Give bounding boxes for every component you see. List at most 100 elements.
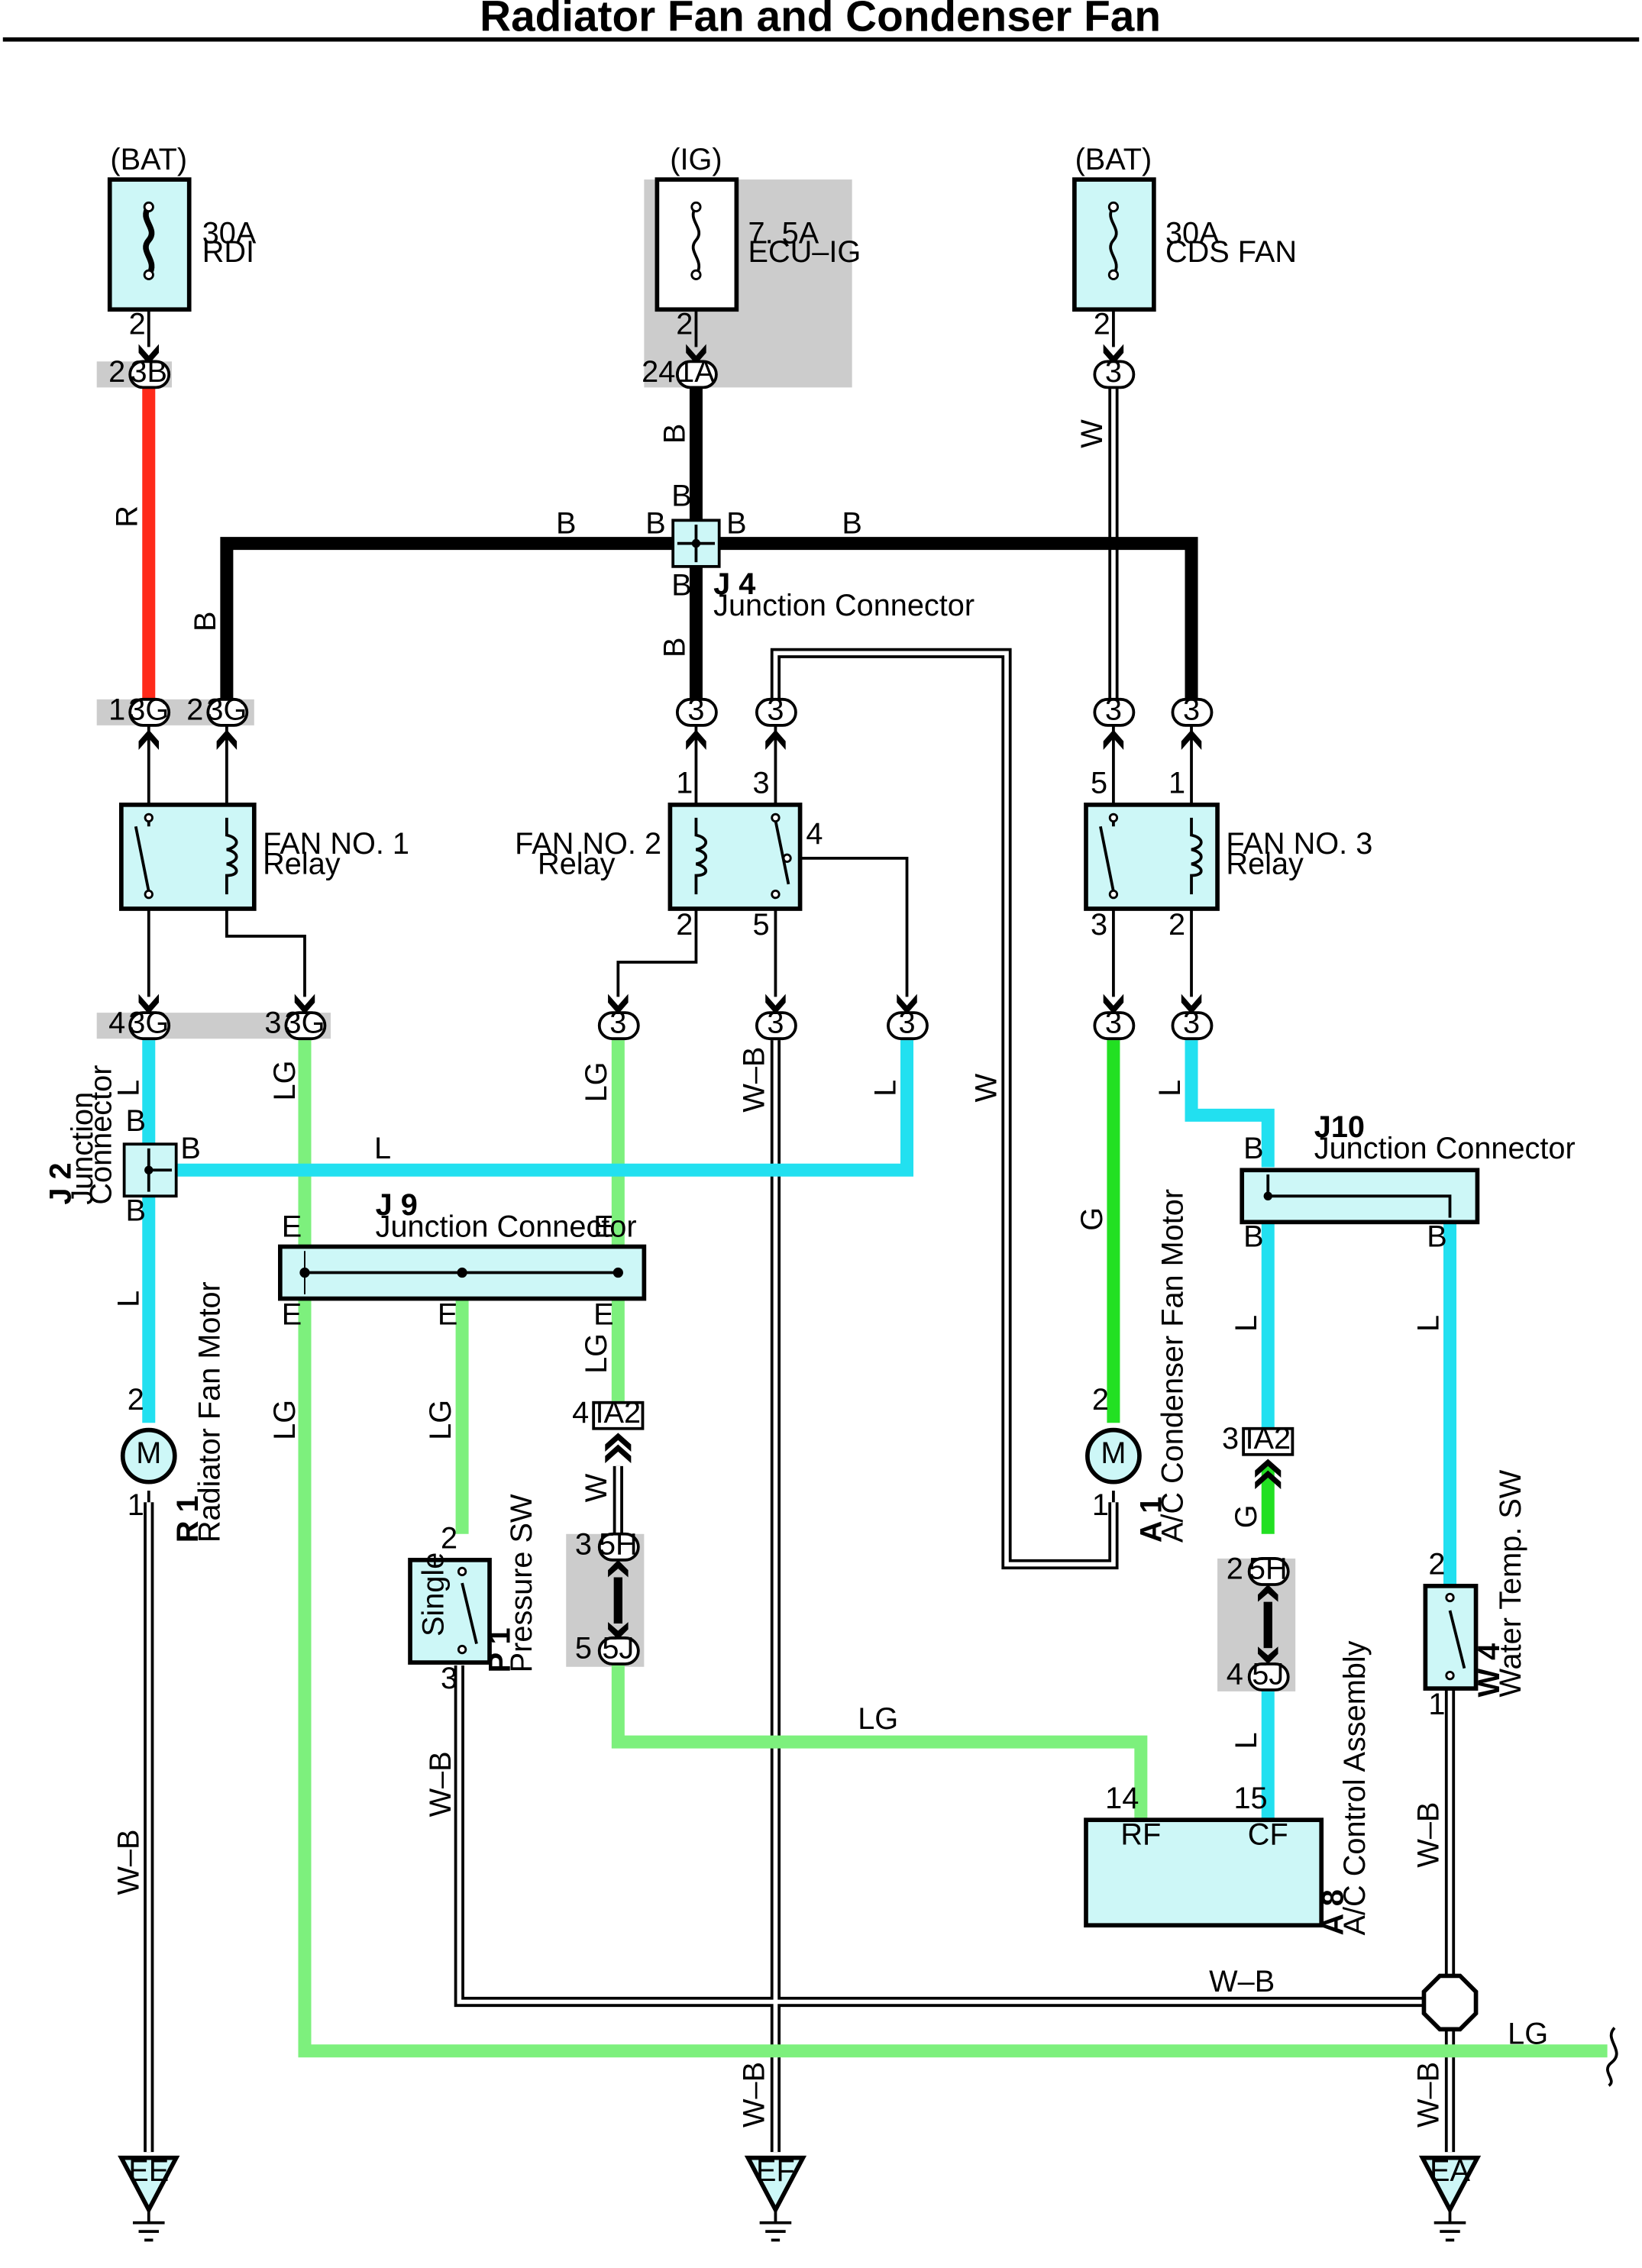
wire-label: W (970, 1073, 1004, 1102)
relay-switch-icon (774, 820, 790, 885)
svg-text:3: 3 (575, 1527, 592, 1561)
connector-3-r3d: 3 (1171, 1006, 1214, 1041)
connector-arrows (138, 344, 1282, 1664)
wire-l-j2 (148, 1040, 914, 1177)
wires (142, 309, 1608, 2153)
svg-text:2: 2 (1092, 1383, 1109, 1417)
fuse-box (107, 177, 192, 312)
wire-label: E (282, 1210, 302, 1243)
svg-text:Radiator Fan Motor: Radiator Fan Motor (192, 1281, 226, 1543)
svg-text:IA2: IA2 (1245, 1422, 1291, 1455)
ground-splice (1421, 1973, 1479, 2032)
svg-text:EA: EA (1430, 2154, 1470, 2188)
svg-text:3: 3 (1105, 693, 1122, 726)
svg-text:2: 2 (441, 1522, 457, 1556)
svg-text:R 1: R 1 (171, 1495, 205, 1543)
pressure-switch: Single 2 3 P 1 Pressure SW (408, 1494, 538, 1695)
svg-text:A/C Condenser Fan Motor: A/C Condenser Fan Motor (1156, 1189, 1190, 1543)
svg-text:5H: 5H (599, 1527, 638, 1561)
connector-3g-4: 3G 4 (108, 1006, 171, 1041)
svg-text:J 4: J 4 (713, 567, 755, 601)
svg-text:3: 3 (752, 767, 769, 800)
svg-text:2: 2 (129, 307, 146, 341)
svg-text:2: 2 (128, 1383, 144, 1417)
svg-text:1: 1 (1428, 1688, 1445, 1721)
svg-text:J10: J10 (1314, 1110, 1365, 1144)
wire-w-relay2 (770, 648, 1119, 1570)
wire-label: L (868, 1080, 902, 1097)
svg-text:P 1: P 1 (483, 1627, 517, 1672)
wire-label: W–B (112, 1830, 146, 1895)
fuse-link-icon (691, 205, 701, 276)
wire-label: B (126, 1104, 146, 1138)
relay-switch-icon (1099, 825, 1115, 892)
svg-text:Relay: Relay (538, 848, 616, 881)
svg-text:3: 3 (441, 1662, 457, 1695)
radiator-fan-motor: M 2 1 R 1 Radiator Fan Motor (120, 1281, 226, 1543)
connector-3-r2a: 3 (675, 693, 718, 727)
svg-text:Connector: Connector (85, 1065, 118, 1205)
svg-text:24: 24 (642, 355, 675, 389)
wire-label: LG (858, 1702, 898, 1736)
wire-label: L (374, 1132, 391, 1165)
connector-5j-left: 5J 5 (575, 1631, 640, 1665)
svg-text:15: 15 (1233, 1782, 1267, 1815)
svg-text:CF: CF (1248, 1817, 1288, 1851)
connector-3-r3a: 3 (1093, 693, 1136, 727)
junction-j2: J 2 Junction Connector (44, 1065, 178, 1205)
svg-text:5: 5 (752, 908, 769, 942)
wire-labels: R B B B W L LG LG W–B L W L G L LG LG LG… (111, 419, 1548, 2127)
wire-label: B (671, 479, 691, 512)
ground-ef: EF (744, 2154, 807, 2242)
connector-3g-2: 3G 2 (186, 693, 249, 727)
svg-text:3: 3 (1091, 908, 1107, 942)
wire-label: LG (424, 1400, 457, 1440)
svg-text:2: 2 (108, 355, 125, 389)
relay-fan-1: FAN NO. 1 Relay (119, 803, 409, 911)
junction-j10: J10 Junction Connector (1240, 1110, 1576, 1225)
svg-text:5: 5 (1091, 767, 1107, 800)
svg-text:2: 2 (676, 307, 693, 341)
relay-fan-2: FAN NO. 2 Relay 1 3 4 2 5 (515, 767, 823, 942)
svg-text:4: 4 (806, 817, 823, 851)
svg-text:5J: 5J (1252, 1657, 1284, 1691)
relay-coil-icon (694, 817, 708, 895)
connectors: 3B 2 1A 24 3 3G 1 3G 2 3 3 (108, 355, 1295, 1691)
wire-label: L (112, 1291, 146, 1307)
svg-text:5J: 5J (602, 1631, 634, 1665)
svg-text:ECU–IG: ECU–IG (748, 235, 861, 269)
svg-text:3B: 3B (130, 355, 167, 389)
svg-text:FAN NO. 3: FAN NO. 3 (1226, 827, 1372, 861)
svg-text:IA2: IA2 (596, 1396, 642, 1430)
motor-icon (1085, 1427, 1142, 1485)
wire-label: E (593, 1298, 613, 1332)
wire-label: LG (1508, 2017, 1548, 2050)
svg-text:3: 3 (898, 1006, 915, 1040)
connector-3-r2d: 3 (755, 1006, 797, 1041)
fuse-link-icon (143, 205, 155, 277)
wire-label: W–B (1411, 1802, 1445, 1868)
wire-label: B (658, 638, 691, 657)
wire-label: L (1411, 1315, 1445, 1332)
svg-text:1: 1 (1168, 767, 1185, 800)
wire-label: B (1243, 1220, 1263, 1253)
fuses: (BAT) 30A RDI 2 (IG) 7. 5A ECU–IG 2 (BAT… (107, 143, 1297, 341)
wire-label: LG (268, 1400, 302, 1440)
wire-continuation-icon (1606, 2027, 1618, 2087)
svg-text:W 4: W 4 (1472, 1643, 1506, 1698)
svg-text:3: 3 (1105, 1006, 1122, 1040)
white-double-wires (144, 387, 1456, 2153)
svg-text:Relay: Relay (1226, 848, 1304, 881)
connector-3-r2c: 3 (597, 1006, 640, 1041)
svg-text:30A: 30A (202, 216, 257, 250)
svg-text:2: 2 (676, 908, 693, 942)
svg-text:3: 3 (1183, 693, 1200, 726)
svg-text:3: 3 (767, 693, 784, 726)
wire-lg-main (298, 1040, 1608, 2058)
svg-text:3: 3 (1222, 1422, 1239, 1455)
svg-text:Water Temp. SW: Water Temp. SW (1494, 1469, 1527, 1697)
svg-text:Junction Connector: Junction Connector (376, 1210, 637, 1243)
ground-icon (744, 2155, 807, 2215)
relay-coil-icon (1190, 817, 1203, 895)
svg-text:2: 2 (1168, 908, 1185, 942)
